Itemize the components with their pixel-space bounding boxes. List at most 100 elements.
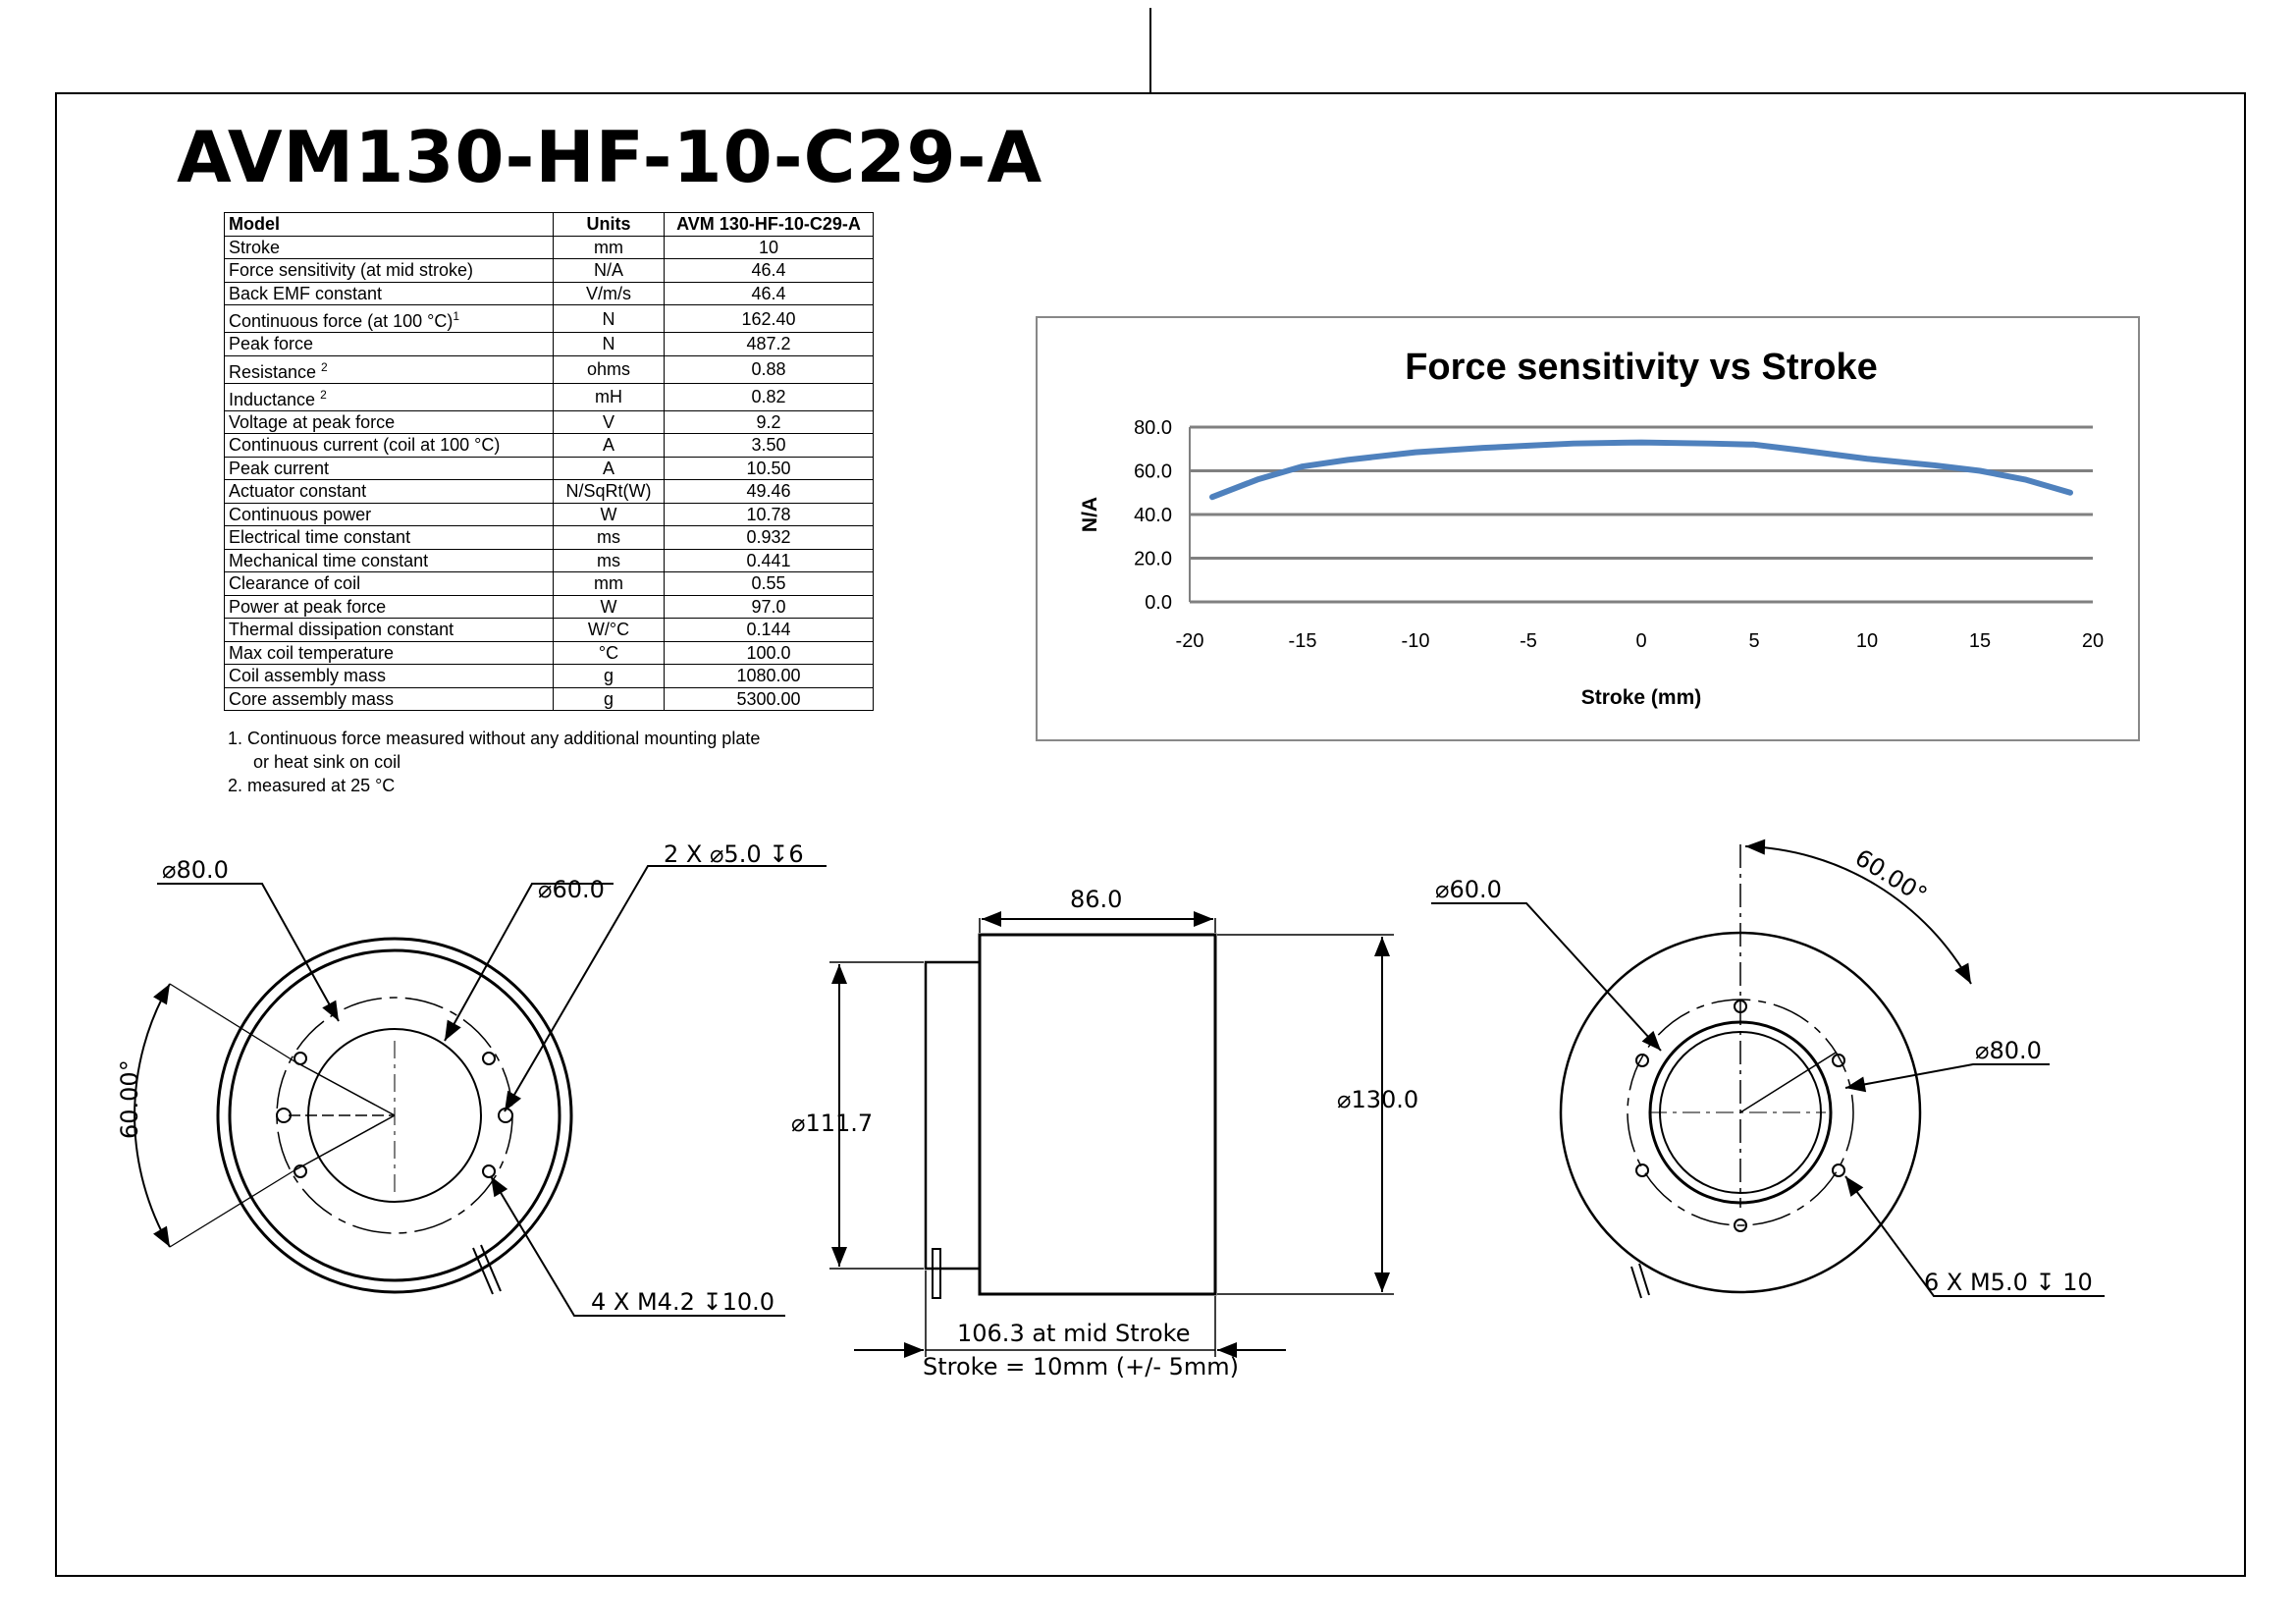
x-tick-label: 0 <box>1635 630 1646 652</box>
spec-value: 49.46 <box>664 479 874 504</box>
side-body <box>978 933 1217 1296</box>
y-tick-label: 60.0 <box>1134 461 1172 483</box>
spec-value: 3.50 <box>664 433 874 458</box>
x-tick-label: -20 <box>1176 630 1204 652</box>
footnote-marker: 2 <box>321 359 328 374</box>
right-hole <box>1832 1054 1845 1067</box>
x-tick-label: -10 <box>1402 630 1430 652</box>
spec-parameter: Force sensitivity (at mid stroke) <box>224 258 554 283</box>
left-hole <box>482 1164 496 1178</box>
right-end-view <box>1431 839 2105 1299</box>
spec-parameter: Coil assembly mass <box>224 664 554 688</box>
x-tick-label: -15 <box>1289 630 1317 652</box>
y-tick-label: 0.0 <box>1145 592 1172 614</box>
spec-unit: ohms <box>553 354 665 384</box>
spec-unit: ms <box>553 525 665 550</box>
note-1: 1. Continuous force measured without any… <box>228 729 761 748</box>
spec-unit: V <box>553 409 665 434</box>
spec-value: 487.2 <box>664 332 874 356</box>
right-inner-dia-label: ⌀60.0 <box>1435 876 1502 903</box>
left-hole <box>294 1052 307 1065</box>
spec-parameter: Stroke <box>224 235 554 259</box>
spec-unit: g <box>553 686 665 711</box>
spec-value: 0.144 <box>664 618 874 642</box>
left-hole <box>482 1052 496 1065</box>
x-tick-label: 10 <box>1856 630 1878 652</box>
left-bottom-holes-label: 4 X M4.2 ↧10.0 <box>591 1288 774 1316</box>
spec-unit: mm <box>553 235 665 259</box>
right-hole <box>1635 1054 1649 1067</box>
right-hole <box>1832 1164 1845 1177</box>
side-stroke-note: Stroke = 10mm (+/- 5mm) <box>923 1353 1239 1380</box>
spec-parameter: Thermal dissipation constant <box>224 618 554 642</box>
note-2: 2. measured at 25 °C <box>228 776 396 795</box>
x-tick-label: 20 <box>2082 630 2104 652</box>
spec-parameter: Actuator constant <box>224 479 554 504</box>
spec-parameter: Voltage at peak force <box>224 409 554 434</box>
spec-unit: g <box>553 664 665 688</box>
right-hole <box>1635 1164 1649 1177</box>
spec-unit: V/m/s <box>553 281 665 305</box>
spec-parameter: Power at peak force <box>224 594 554 619</box>
spec-value: 10.50 <box>664 456 874 480</box>
y-axis-label: N/A <box>1079 497 1101 532</box>
note-1-continued: or heat sink on coil <box>253 752 401 772</box>
x-tick-label: 5 <box>1748 630 1759 652</box>
spec-unit: °C <box>553 640 665 665</box>
right-hole <box>1734 1000 1747 1013</box>
spec-value: 0.441 <box>664 548 874 572</box>
chart-title: Force sensitivity vs Stroke <box>1405 347 1878 388</box>
spec-unit: W <box>553 594 665 619</box>
y-tick-label: 40.0 <box>1134 505 1172 526</box>
spec-value: 0.88 <box>664 354 874 384</box>
spec-parameter: Clearance of coil <box>224 571 554 596</box>
spec-parameter: Peak force <box>224 332 554 356</box>
series-line <box>1209 439 2073 501</box>
spec-parameter: Continuous force (at 100 °C)1 <box>224 304 554 333</box>
spec-value: 5300.00 <box>664 686 874 711</box>
spec-parameter: Mechanical time constant <box>224 548 554 572</box>
spec-unit: N/A <box>553 258 665 283</box>
side-view <box>829 911 1394 1358</box>
footnote-marker: 1 <box>453 309 460 323</box>
spec-value: 9.2 <box>664 409 874 434</box>
spec-parameter: Continuous power <box>224 502 554 526</box>
x-axis-label: Stroke (mm) <box>1581 686 1702 709</box>
spec-value: 97.0 <box>664 594 874 619</box>
spec-value: 46.4 <box>664 258 874 283</box>
x-tick-label: -5 <box>1520 630 1537 652</box>
side-left-dia-label: ⌀111.7 <box>791 1110 873 1137</box>
left-outer-circle <box>216 937 573 1294</box>
force-sensitivity-chart: Force sensitivity vs Stroke0.020.040.060… <box>1079 347 2104 709</box>
footnote-marker: 2 <box>320 387 327 402</box>
right-hole <box>1734 1218 1747 1232</box>
left-view-labels: ⌀80.0 ⌀60.0 2 X ⌀5.0 ↧6 4 X M4.2 ↧10.0 6… <box>116 840 804 1316</box>
drawing-title: AVM130-HF-10-C29-A <box>177 116 1043 198</box>
left-hole <box>294 1164 307 1178</box>
spec-value: 10.78 <box>664 502 874 526</box>
spec-value: 10 <box>664 235 874 259</box>
spec-parameter: Continuous current (coil at 100 °C) <box>224 433 554 458</box>
sheet-border <box>55 92 2246 1577</box>
side-mid-stroke-label: 106.3 at mid Stroke <box>957 1320 1190 1347</box>
right-holes-label: 6 X M5.0 ↧ 10 <box>1924 1269 2093 1296</box>
spec-parameter: Resistance 2 <box>224 354 554 384</box>
